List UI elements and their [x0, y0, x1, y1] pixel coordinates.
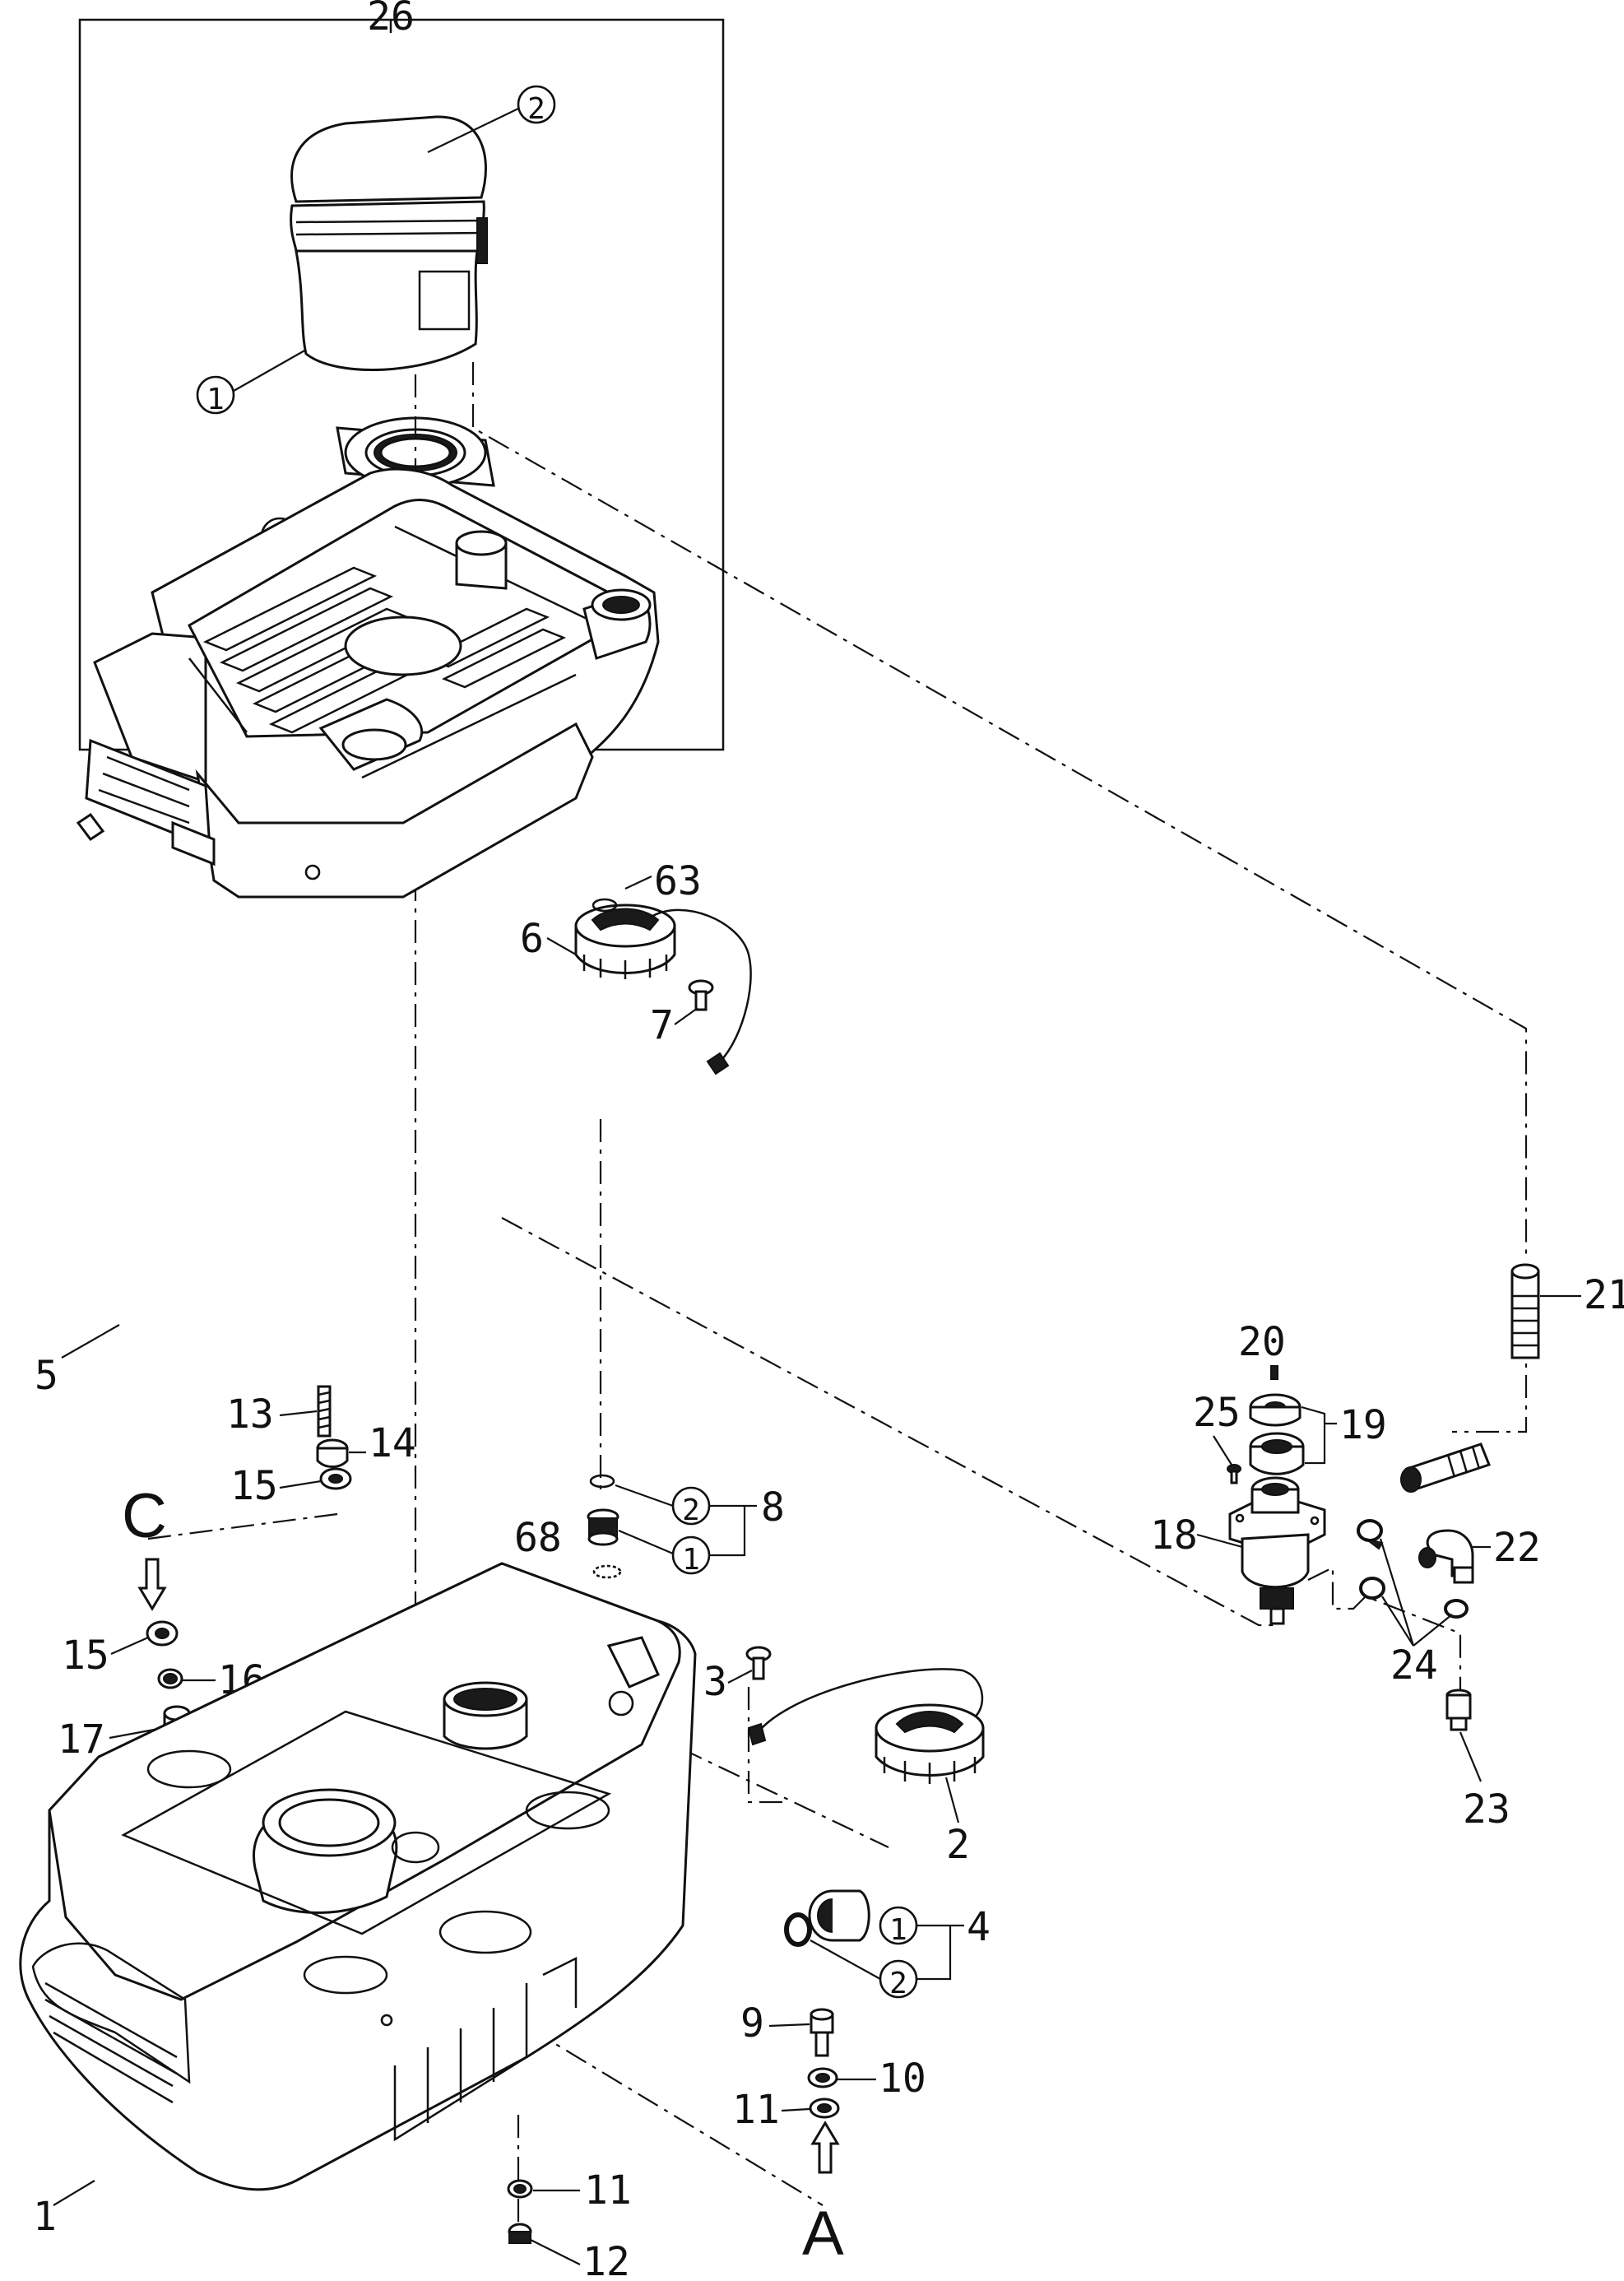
- label-19: 19: [1339, 1402, 1387, 1448]
- drain-nut-4-1: [808, 1889, 870, 1942]
- svg-text:2: 2: [889, 1967, 907, 2000]
- label-9: 9: [740, 2000, 764, 2046]
- parts-19: [1249, 1393, 1305, 1475]
- centerline-drain: [747, 1687, 790, 1804]
- hose-21: [1510, 1263, 1540, 1359]
- view-a-arrow: [810, 2121, 840, 2174]
- washer-11-right: [809, 2097, 840, 2119]
- fuel-tank: [19, 1562, 697, 2191]
- label-1: 1: [33, 2194, 57, 2240]
- o-ring-8-2: [589, 1474, 615, 1489]
- svg-text:1: 1: [682, 1543, 700, 1577]
- label-8: 8: [761, 1484, 785, 1531]
- label-11-right: 11: [732, 2087, 780, 2133]
- fuel-cap-6: [574, 904, 752, 1075]
- label-2: 2: [946, 1822, 970, 1868]
- label-3: 3: [703, 1659, 727, 1705]
- centerline-viewC: [147, 1512, 338, 1540]
- fitting-8-1: [587, 1508, 619, 1546]
- sub-label-26-2: 2: [427, 85, 556, 153]
- label-17: 17: [58, 1717, 105, 1763]
- clamps-24: [1357, 1519, 1469, 1619]
- view-a-label: A: [802, 2199, 844, 2269]
- o-ring-63: [592, 898, 618, 913]
- label-20: 20: [1238, 1319, 1286, 1365]
- leader-24: [1379, 1538, 1453, 1647]
- label-24: 24: [1390, 1642, 1438, 1689]
- label-6: 6: [520, 916, 544, 962]
- bracket-4: [916, 1924, 964, 1981]
- label-21: 21: [1584, 1272, 1624, 1318]
- air-cleaner-cover: [290, 115, 488, 372]
- svg-text:1: 1: [889, 1913, 907, 1947]
- screw-3: [745, 1646, 772, 1680]
- hose-connector-22: [1400, 1442, 1491, 1584]
- nut-11-bottom: [507, 2179, 533, 2199]
- label-23: 23: [1463, 1786, 1510, 1833]
- centerline-18-24: [1307, 1566, 1462, 1695]
- label-13: 13: [226, 1391, 274, 1438]
- bolt-9: [810, 2008, 834, 2057]
- sub-label-26-1: 1: [196, 349, 307, 416]
- valve-18: [1228, 1476, 1326, 1625]
- label-7: 7: [650, 1002, 674, 1048]
- label-10: 10: [879, 2056, 926, 2102]
- washer-14: [316, 1438, 349, 1468]
- view-c-arrow: [137, 1558, 167, 1611]
- svg-text:2: 2: [527, 92, 545, 126]
- screw-20: [1270, 1365, 1278, 1380]
- nut-16: [157, 1668, 183, 1689]
- label-12: 12: [582, 2239, 630, 2281]
- nut-15-upper: [319, 1467, 352, 1490]
- svg-text:1: 1: [206, 383, 225, 416]
- fuel-cap-2: [747, 1668, 985, 1784]
- label-68: 68: [514, 1515, 562, 1561]
- nut-12: [508, 2223, 532, 2244]
- sub-label-4-2: 2: [810, 1940, 918, 2000]
- nut-15-lower: [146, 1620, 179, 1647]
- label-18: 18: [1150, 1512, 1198, 1559]
- leader-19: [1301, 1405, 1337, 1465]
- bolt-13: [317, 1385, 332, 1438]
- label-26: 26: [367, 0, 415, 39]
- svg-text:2: 2: [682, 1494, 700, 1527]
- fitting-23: [1445, 1689, 1472, 1731]
- o-ring-68: [592, 1564, 622, 1579]
- screw-7: [688, 979, 714, 1011]
- washer-10: [807, 2067, 838, 2088]
- label-4: 4: [967, 1904, 991, 1950]
- centerline-21-22: [1452, 1333, 1528, 1433]
- sub-label-4-1: 1: [879, 1906, 918, 1947]
- label-15-upper: 15: [230, 1463, 278, 1509]
- label-14: 14: [369, 1420, 416, 1466]
- view-c-label: C: [122, 1481, 167, 1551]
- label-25: 25: [1193, 1390, 1241, 1436]
- label-11-bottom: 11: [584, 2167, 632, 2214]
- o-ring-4-2: [784, 1912, 812, 1947]
- label-22: 22: [1493, 1525, 1541, 1571]
- screw-25: [1227, 1464, 1241, 1484]
- label-63: 63: [654, 858, 702, 904]
- sub-label-8-1: 1: [618, 1529, 711, 1577]
- centerline-tank-to-18: [501, 1217, 1281, 1627]
- label-15-lower: 15: [62, 1633, 109, 1679]
- bracket-8: [709, 1504, 757, 1557]
- sub-label-8-2: 2: [615, 1484, 711, 1527]
- centerline-right-long: [471, 362, 1528, 1255]
- label-5: 5: [35, 1353, 58, 1399]
- upper-frame: [76, 467, 660, 899]
